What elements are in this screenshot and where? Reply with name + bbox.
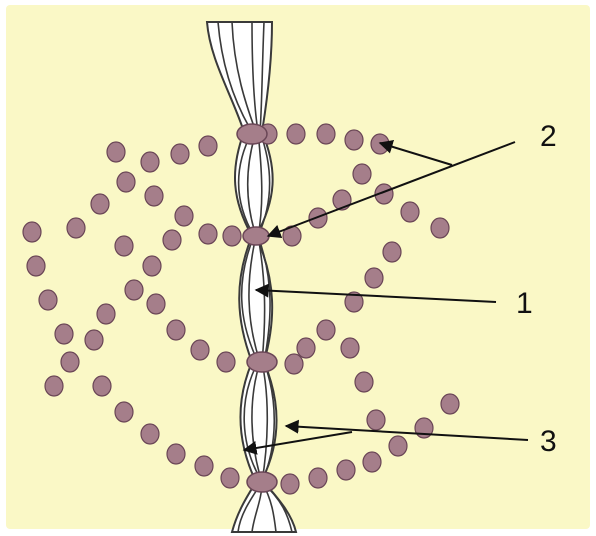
chromomere-dot — [106, 141, 126, 163]
fiber-node-1 — [236, 123, 268, 145]
chromomere-dot — [220, 467, 240, 489]
chromomere-dot — [84, 329, 104, 351]
arrow-2-to-dot — [378, 139, 453, 166]
chromomere-dot — [116, 171, 136, 193]
fiber-node-3 — [246, 351, 278, 373]
chromomere-dot — [22, 221, 42, 243]
chromomere-dot — [60, 351, 80, 373]
fiber-nodes — [236, 123, 278, 493]
chromomere-dot — [382, 241, 402, 263]
chromomere-dot — [222, 225, 242, 247]
chromomere-dot — [140, 151, 160, 173]
chromomere-dot — [44, 375, 64, 397]
chromomere-dot — [114, 235, 134, 257]
arrow-3-to-strand-left — [242, 431, 353, 455]
chromomere-dot — [352, 163, 372, 185]
chromomere-dot — [198, 223, 218, 245]
chromomere-dot — [296, 337, 316, 359]
label-3: 3 — [540, 425, 557, 458]
chromomere-dot — [140, 423, 160, 445]
chromomere-dot — [146, 293, 166, 315]
fiber-node-2 — [242, 226, 270, 246]
chromomere-dot — [374, 183, 394, 205]
diagram-background — [6, 5, 590, 529]
chromomere-dot — [190, 339, 210, 361]
chromomere-dot — [332, 189, 352, 211]
chromomere-dot — [280, 473, 300, 495]
chromomere-dot — [166, 443, 186, 465]
chromomere-dot — [430, 217, 450, 239]
chromomere-dot — [286, 123, 306, 145]
chromomere-dot — [174, 205, 194, 227]
chromomere-dot — [364, 267, 384, 289]
chromomere-dot — [336, 459, 356, 481]
chromomere-dot — [340, 337, 360, 359]
chromomere-dot — [354, 371, 374, 393]
arrow-3-to-strand-right — [284, 419, 529, 441]
chromomere-dot — [388, 435, 408, 457]
chromomere-dot — [362, 451, 382, 473]
chromomere-dot — [316, 319, 336, 341]
chromomere-dot — [162, 229, 182, 251]
pointer-arrows — [242, 139, 529, 455]
chromomere-dot — [198, 135, 218, 157]
chromomere-dot — [166, 319, 186, 341]
chromomere-dot — [308, 467, 328, 489]
chromomere-dot — [194, 455, 214, 477]
chromomere-dot — [216, 351, 236, 373]
fiber-node-4 — [246, 471, 278, 493]
chromomere-dot — [400, 201, 420, 223]
chromomere-dot — [124, 279, 144, 301]
chromomere-dot — [440, 393, 460, 415]
chromomere-dot — [344, 129, 364, 151]
chromomere-dot — [284, 353, 304, 375]
chromomere-dot — [92, 375, 112, 397]
arrow-2-to-node — [266, 141, 516, 239]
chromomere-dot — [144, 185, 164, 207]
chromomere-dot — [54, 323, 74, 345]
chromomere-dot — [344, 291, 364, 313]
chromomere-dot — [38, 289, 58, 311]
chromomere-dot — [142, 255, 162, 277]
chromomere-dot — [66, 217, 86, 239]
label-1: 1 — [516, 287, 533, 320]
chromomere-dot — [90, 193, 110, 215]
chromomere-dot — [26, 255, 46, 277]
chromomere-dot — [170, 143, 190, 165]
chromomere-dot — [316, 123, 336, 145]
arrow-1-to-fiber — [254, 283, 497, 303]
chromomere-dot — [96, 303, 116, 325]
chromomere-dot — [366, 409, 386, 431]
chromomere-dot — [114, 401, 134, 423]
label-2: 2 — [540, 120, 557, 153]
